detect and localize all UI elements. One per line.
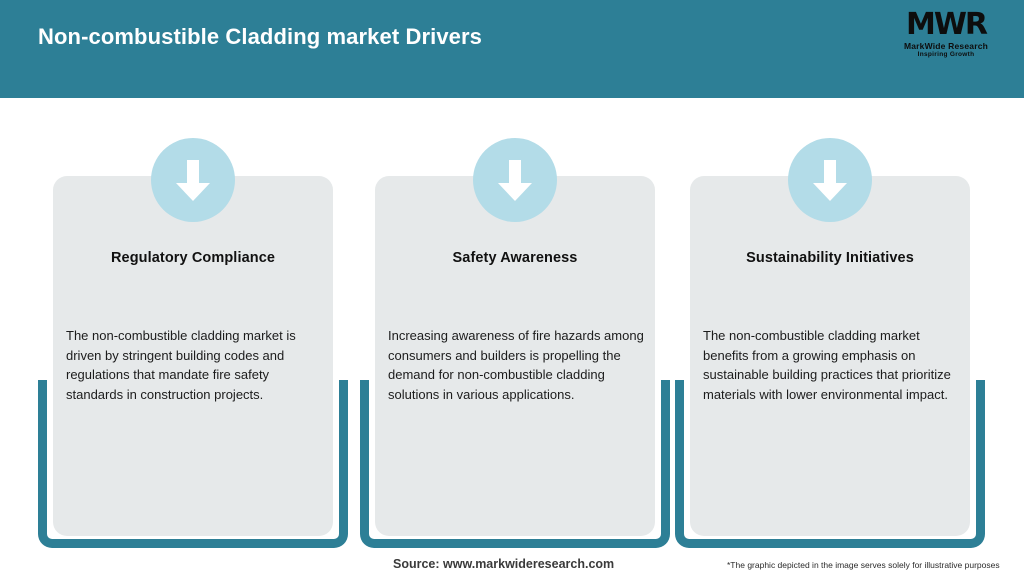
driver-card: Sustainability Initiatives The non-combu… [675,98,985,553]
driver-card: Regulatory Compliance The non-combustibl… [38,98,348,553]
card-body-text: Increasing awareness of fire hazards amo… [388,328,644,402]
arrow-down-icon [788,138,872,222]
card-body-text: The non-combustible cladding market bene… [703,328,951,402]
card-body-text: The non-combustible cladding market is d… [66,328,296,402]
header-bar: Non-combustible Cladding market Drivers … [0,0,1024,98]
card-title: Safety Awareness [452,250,578,266]
driver-card: Safety Awareness Increasing awareness of… [360,98,670,553]
arrow-down-icon [151,138,235,222]
card-bracket-frame [675,380,985,548]
logo-company-name: MarkWide Research [903,41,989,51]
card-title: Regulatory Compliance [110,250,276,266]
page-title: Non-combustible Cladding market Drivers [38,24,482,49]
driver-cards-container: Regulatory Compliance The non-combustibl… [0,98,1024,553]
card-panel [53,176,333,536]
disclaimer-label: *The graphic depicted in the image serve… [727,560,1000,570]
logo-monogram-icon: MWR [905,7,988,42]
card-bracket-frame [360,380,670,548]
source-label: Source: www.markwideresearch.com [393,557,615,571]
brand-logo: MWR MarkWide Research Inspiring Growth [890,10,1002,64]
arrow-down-icon [473,138,557,222]
logo-tagline: Inspiring Growth [917,51,975,59]
card-bracket-frame [38,380,348,548]
card-panel [690,176,970,536]
card-title: Sustainability Initiatives [746,250,914,266]
card-panel [375,176,655,536]
